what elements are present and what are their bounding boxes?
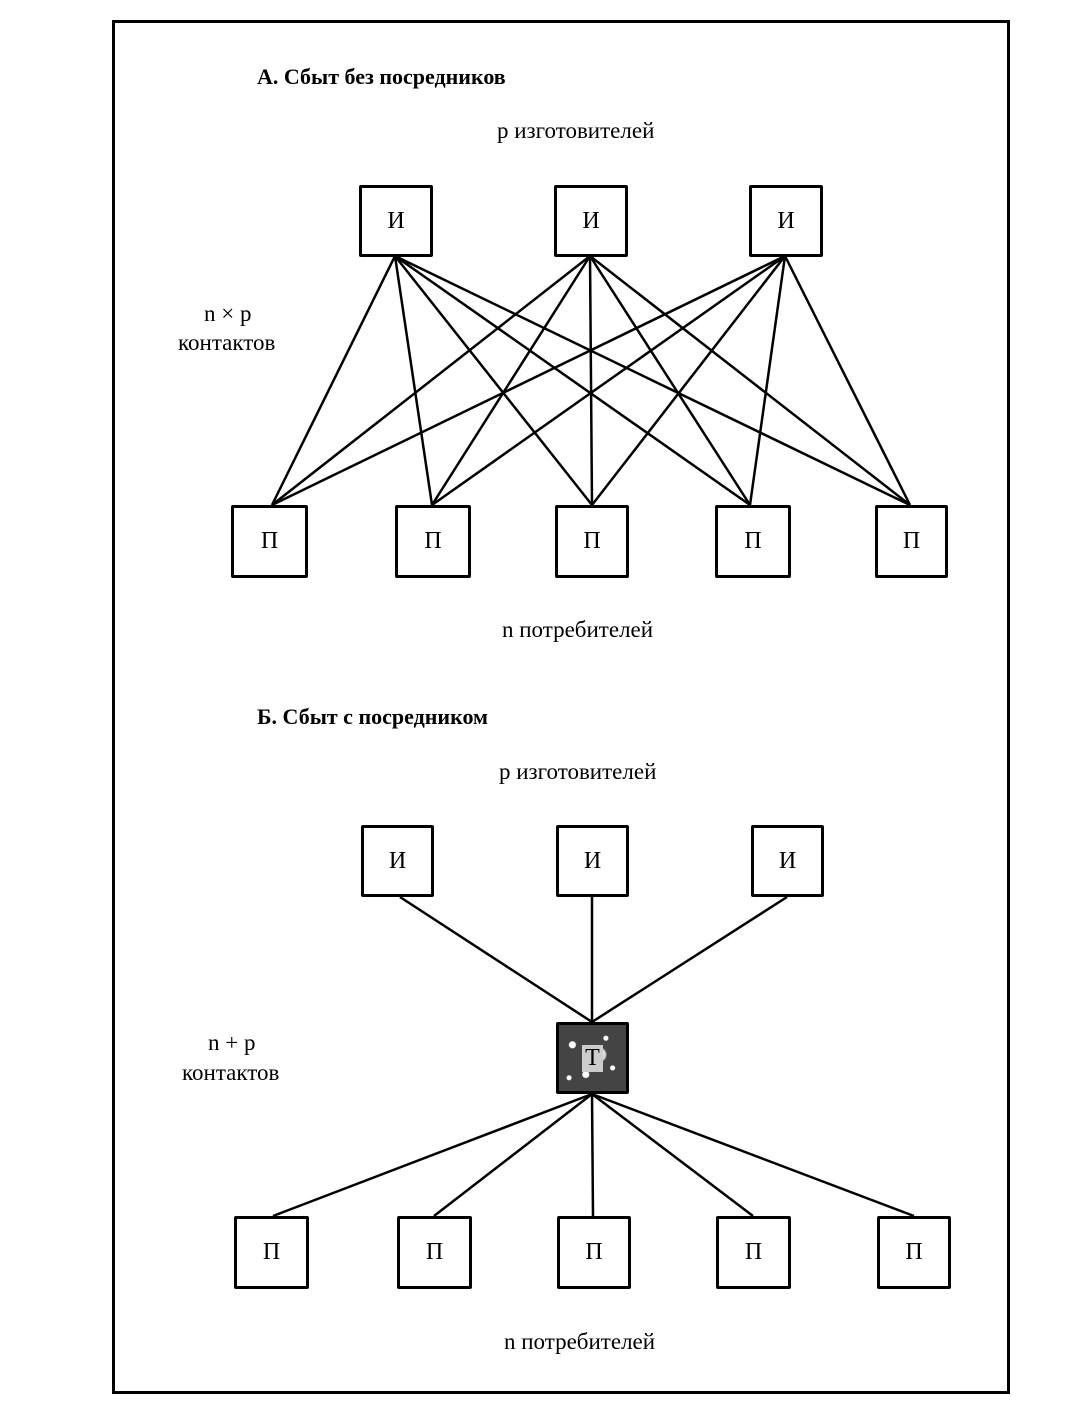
- consumer-box: П: [395, 505, 471, 578]
- contact-line: [783, 255, 912, 506]
- consumer-label: П: [902, 528, 921, 554]
- producer-label: И: [778, 847, 797, 874]
- contact-line: [431, 254, 786, 507]
- section-a-contacts-word: контактов: [178, 330, 276, 355]
- contact-line: [394, 254, 911, 507]
- intermediary-label: Т: [582, 1044, 603, 1072]
- producer-box: И: [749, 185, 823, 257]
- consumer-box: П: [716, 1216, 791, 1289]
- consumer-label: П: [425, 1239, 444, 1265]
- section-b-contacts-word: контактов: [182, 1060, 280, 1085]
- producer-label: И: [582, 207, 600, 234]
- producer-to-intermediary-line: [399, 895, 593, 1024]
- producer-box: И: [751, 825, 824, 897]
- producer-label: И: [388, 847, 407, 874]
- producer-box: И: [359, 185, 433, 257]
- intermediary-to-consumer-line: [591, 1093, 754, 1217]
- section-b-producers-label: р изготовителей: [499, 759, 657, 784]
- contact-line: [588, 255, 594, 506]
- producer-box: И: [556, 825, 629, 897]
- contact-line: [394, 254, 751, 507]
- section-b-lines: [272, 895, 915, 1218]
- contact-line: [589, 255, 911, 506]
- consumer-box: П: [231, 505, 308, 578]
- section-a-producers-label: р изготовителей: [497, 118, 655, 143]
- producer-box: И: [361, 825, 434, 897]
- consumer-label: П: [424, 528, 442, 554]
- contact-line: [393, 255, 434, 506]
- intermediary-to-consumer-line: [590, 1093, 595, 1217]
- contact-line: [394, 255, 593, 506]
- producer-label: И: [777, 207, 795, 234]
- intermediary-box: Т: [556, 1022, 629, 1094]
- section-b-contacts-formula: n + p: [208, 1030, 256, 1055]
- consumer-label: П: [262, 1239, 281, 1265]
- consumer-box: П: [555, 505, 629, 578]
- figure-frame: [112, 20, 1010, 1394]
- producer-label: И: [387, 207, 405, 234]
- producer-label: И: [583, 847, 602, 874]
- consumer-box: П: [877, 1216, 951, 1289]
- consumer-box: П: [234, 1216, 309, 1289]
- intermediary-to-consumer-line: [433, 1093, 593, 1217]
- contact-line: [430, 255, 592, 506]
- contact-line: [271, 255, 591, 506]
- contact-line: [591, 255, 786, 506]
- section-a-contacts-formula: n × p: [204, 301, 252, 326]
- consumer-label: П: [744, 528, 762, 554]
- intermediary-to-consumer-line: [591, 1092, 915, 1218]
- consumer-box: П: [715, 505, 791, 578]
- contact-line: [270, 255, 397, 506]
- consumer-box: П: [557, 1216, 631, 1289]
- contact-line: [271, 254, 786, 507]
- consumer-box: П: [875, 505, 948, 578]
- consumer-label: П: [585, 1239, 603, 1265]
- consumer-box: П: [397, 1216, 472, 1289]
- contact-line: [588, 255, 752, 506]
- section-a-consumers-label: n потребителей: [502, 617, 654, 642]
- consumer-label: П: [260, 528, 279, 554]
- section-b-title: Б. Сбыт с посредником: [257, 704, 489, 729]
- consumer-label: П: [905, 1239, 923, 1265]
- intermediary-to-consumer-line: [272, 1092, 593, 1218]
- producer-box: И: [554, 185, 628, 257]
- section-a-title: А. Сбыт без посредников: [257, 64, 506, 89]
- section-b-consumers-label: n потребителей: [504, 1329, 656, 1354]
- consumer-label: П: [583, 528, 601, 554]
- producer-to-intermediary-line: [591, 895, 788, 1024]
- contact-line: [748, 255, 787, 506]
- consumer-label: П: [744, 1239, 763, 1265]
- section-a-lines: [270, 254, 912, 507]
